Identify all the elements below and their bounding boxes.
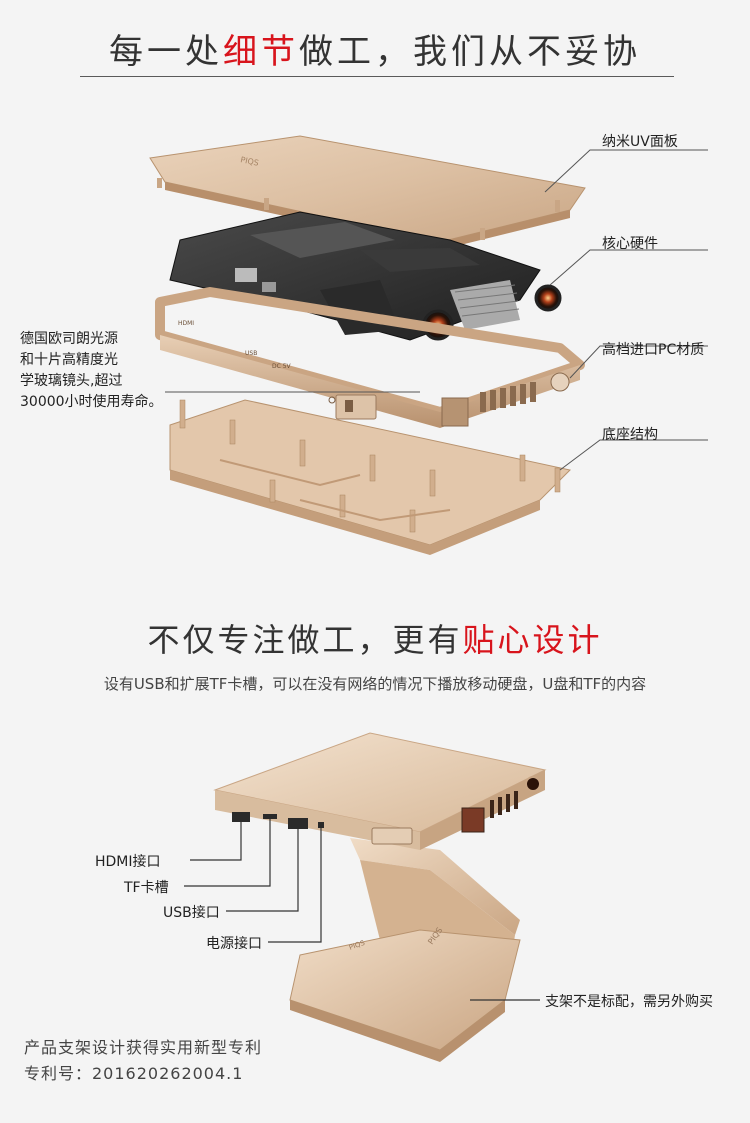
section1-title: 每一处细节做工，我们从不妥协	[0, 24, 750, 73]
callout-base-structure: 底座结构	[602, 427, 658, 443]
board-label-usb: USB	[245, 350, 257, 357]
board-label-dc: DC 5V	[272, 363, 292, 370]
tf-slot-icon	[263, 814, 277, 819]
top-panel: PIQS	[149, 135, 586, 250]
title-part: 不仅专注做工，更有	[147, 621, 463, 659]
callout-pc-material: 高档进口PC材质	[602, 342, 705, 358]
title-part: 做工，我们从不妥协	[299, 32, 641, 72]
exploded-view-illustration: PIQS HDMI USB DC 5V	[149, 135, 708, 555]
projector-body	[213, 732, 547, 850]
usb-port-icon	[288, 818, 308, 829]
logo-mark: PIQS	[240, 155, 260, 168]
light-source-note: 德国欧司朗光源 和十片高精度光 学玻璃镜头,超过 30000小时使用寿命。	[20, 329, 163, 413]
label-power-port: 电源接口	[206, 936, 262, 952]
note-line: 30000小时使用寿命。	[20, 394, 163, 410]
stand: PIQS PIQS	[289, 838, 521, 1062]
board-label-hdmi: HDMI	[178, 320, 194, 327]
hdmi-port-icon	[232, 812, 250, 822]
svg-text:PIQS: PIQS	[348, 939, 367, 952]
title-highlight: 贴心设计	[462, 621, 603, 659]
title-highlight: 细节	[223, 32, 299, 72]
patent-number: 专利号：201620262004.1	[24, 1064, 244, 1083]
title-underline	[80, 76, 674, 77]
stand-note: 支架不是标配，需另外购买	[545, 994, 713, 1010]
callout-uv-panel: 纳米UV面板	[602, 134, 678, 150]
pc-frame: HDMI USB DC 5V	[155, 287, 585, 428]
note-line: 和十片高精度光	[20, 352, 118, 368]
section2-subtitle: 设有USB和扩展TF卡槽，可以在没有网络的情况下播放移动硬盘，U盘和TF的内容	[103, 675, 647, 693]
port-callout-lines	[184, 819, 540, 1001]
base-structure	[169, 399, 572, 555]
patent-info: 产品支架设计获得实用新型专利 专利号：201620262004.1	[24, 1035, 262, 1087]
label-hdmi-port: HDMI接口	[95, 854, 161, 870]
note-line: 德国欧司朗光源	[20, 331, 118, 347]
power-port-icon	[318, 822, 324, 828]
section2-title: 不仅专注做工，更有贴心设计	[0, 615, 750, 661]
note-line: 学玻璃镜头,超过	[20, 373, 123, 389]
label-usb-port: USB接口	[163, 905, 220, 921]
title-part: 每一处	[109, 32, 223, 72]
callout-lines	[165, 149, 708, 471]
label-tf-slot: TF卡槽	[124, 880, 169, 896]
brand-mark: PIQS	[426, 926, 444, 946]
callout-core-hardware: 核心硬件	[602, 236, 658, 252]
lens-icon	[534, 284, 562, 312]
patent-title: 产品支架设计获得实用新型专利	[24, 1038, 263, 1057]
